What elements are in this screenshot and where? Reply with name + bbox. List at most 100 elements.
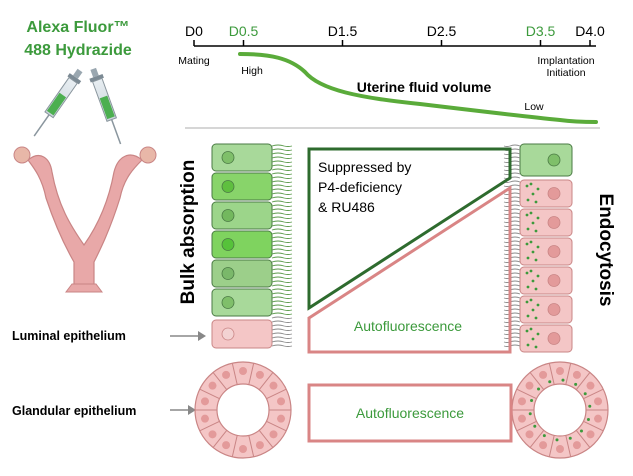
gland-cell-border xyxy=(266,388,287,400)
gland-cell-nucleus xyxy=(586,430,595,439)
microvillus xyxy=(503,204,521,207)
microvillus xyxy=(503,220,521,223)
gland-cell-border xyxy=(248,435,255,457)
fluorescent-vesicle xyxy=(537,387,541,391)
gland-cell-border xyxy=(258,372,274,390)
microvillus xyxy=(271,168,293,171)
gland-right xyxy=(511,361,609,459)
fluorescent-vesicle xyxy=(529,211,533,215)
gland-cell-nucleus xyxy=(594,397,603,406)
fluorescent-vesicle xyxy=(534,229,538,233)
fluorescent-vesicle xyxy=(534,287,538,291)
gland-lumen xyxy=(533,383,587,437)
bulk-absorption-label: Bulk absorption xyxy=(178,160,199,305)
gland-cell-border xyxy=(575,430,591,448)
mating-label: Mating xyxy=(178,55,210,67)
microvillus xyxy=(503,208,521,211)
gland-cell-nucleus xyxy=(572,441,581,450)
gland-cell-nucleus xyxy=(594,414,603,423)
gland-cell-border xyxy=(575,372,591,390)
timeline-tick-label: D1.5 xyxy=(328,23,358,39)
microvillus xyxy=(271,148,293,151)
endo-cell-nucleus xyxy=(547,332,561,345)
high-label: High xyxy=(241,65,263,77)
gland-cell-border xyxy=(548,363,555,385)
gland-left xyxy=(194,361,292,459)
microvillus xyxy=(503,252,521,255)
bulk-cell-nucleus xyxy=(221,267,235,280)
timeline-tick-label: D4.0 xyxy=(575,23,605,39)
microvillus xyxy=(271,312,293,315)
microvillus xyxy=(271,268,293,271)
fluorescent-vesicle xyxy=(586,418,590,422)
gland-cell-nucleus xyxy=(200,397,209,406)
microvillus xyxy=(271,308,293,311)
initiation-label: Initiation xyxy=(546,67,585,79)
microvillus xyxy=(503,212,521,215)
fluid-volume-title: Uterine fluid volume xyxy=(357,79,492,95)
fluorescent-vesicle xyxy=(531,192,535,196)
bulk-cell xyxy=(211,172,273,201)
luminal-cell-nucleus xyxy=(221,327,235,341)
microvillus xyxy=(271,276,293,279)
microvillus xyxy=(271,272,293,275)
suppressed-triangle xyxy=(307,147,512,311)
microvillus xyxy=(271,284,293,287)
timeline-tick-label: D3.5 xyxy=(526,23,556,39)
endo-cell-nucleus xyxy=(547,187,561,200)
gland-cell-border xyxy=(583,420,604,432)
microvillus xyxy=(271,216,293,219)
microvillus xyxy=(503,144,521,147)
microvillus xyxy=(503,232,521,235)
fluorescent-vesicle xyxy=(534,345,538,349)
fluorescent-vesicle xyxy=(529,327,533,331)
microvillus xyxy=(503,312,521,315)
gland-lumen xyxy=(216,383,270,437)
microvillus xyxy=(503,316,521,319)
microvillus xyxy=(271,336,293,339)
endo-cell-nucleus xyxy=(547,274,561,287)
probe-title-line2: 488 Hydrazide xyxy=(24,42,132,59)
endo-cell xyxy=(519,237,573,266)
endo-cell-nucleus xyxy=(547,153,561,167)
fluorescent-vesicle xyxy=(574,382,578,386)
gland-cell-border xyxy=(565,363,572,385)
microvillus xyxy=(503,336,521,339)
microvillus xyxy=(503,300,521,303)
microvillus xyxy=(271,328,293,331)
endocytosis-column xyxy=(503,143,573,353)
fluorescent-vesicle xyxy=(529,269,533,273)
gland-cell-border xyxy=(212,372,228,390)
fluorescent-vesicle xyxy=(568,436,572,440)
microvillus xyxy=(503,184,521,187)
timeline-tick-label: D2.5 xyxy=(427,23,457,39)
bulk-cell xyxy=(211,288,273,317)
fluorescent-vesicle xyxy=(536,187,540,191)
microvillus xyxy=(271,296,293,299)
microvillus xyxy=(503,304,521,307)
microvillus xyxy=(271,208,293,211)
microvillus xyxy=(503,168,521,171)
endo-cell-nucleus xyxy=(547,303,561,316)
microvillus xyxy=(503,248,521,251)
gland-cell-nucleus xyxy=(255,370,264,379)
timeline-tick-label: D0.5 xyxy=(229,23,259,39)
microvillus xyxy=(271,200,293,203)
microvillus xyxy=(271,300,293,303)
endo-cell xyxy=(519,324,573,353)
microvillus xyxy=(271,196,293,199)
microvillus xyxy=(271,152,293,155)
gland-cell-border xyxy=(231,435,238,457)
microvillus xyxy=(503,288,521,291)
gland-cell-nucleus xyxy=(525,430,534,439)
microvillus xyxy=(271,188,293,191)
microvillus xyxy=(271,340,293,343)
microvillus xyxy=(271,264,293,267)
microvillus xyxy=(503,284,521,287)
fluid-volume-curve xyxy=(238,52,598,124)
luminal-cell xyxy=(211,319,273,349)
gland-cell-nucleus xyxy=(556,367,564,375)
gland-cell-border xyxy=(248,363,255,385)
microvillus xyxy=(271,236,293,239)
